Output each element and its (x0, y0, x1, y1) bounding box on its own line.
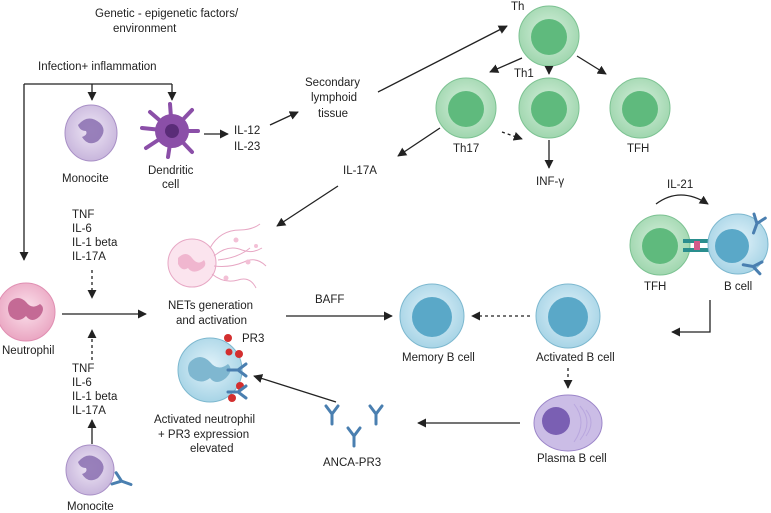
secondary-lymphoid-label: Secondary (305, 77, 360, 89)
cytokine-bottom-2: IL-6 (72, 377, 92, 389)
pr3-label: PR3 (242, 333, 264, 345)
tfh-cell-top (609, 77, 671, 139)
activated-b-cell (535, 283, 601, 349)
genetic-factors-label: Genetic - epigenetic factors/ (95, 8, 239, 20)
tfh-top-label: TFH (627, 143, 649, 155)
cytokine-top-4: IL-17A (72, 251, 106, 263)
lymphoid-to-th-arrow (377, 25, 508, 93)
cytokine-bottom-4: IL-17A (72, 405, 106, 417)
anca-to-neutrophil-arrow (253, 374, 337, 403)
activated-neutrophil-cell (177, 334, 248, 403)
th1-label: Th1 (514, 68, 534, 80)
th-to-th17-arrow (489, 57, 523, 73)
il12-label: IL-12 (234, 125, 260, 137)
b-cell-to-activated-arrow (671, 300, 711, 337)
b-cell-right (707, 212, 769, 276)
cytokine-top-2: IL-6 (72, 223, 92, 235)
memory-b-cell (399, 283, 465, 349)
dendritic-label-2: cell (162, 179, 179, 191)
il17a-to-nets-arrow (276, 185, 339, 227)
il-to-lymphoid-arrow (269, 111, 299, 126)
secondary-lymphoid-label-2: lymphoid (311, 92, 357, 104)
activated-neutrophil-label-3: elevated (190, 443, 233, 455)
activated-neutrophil-label-2: + PR3 expression (158, 429, 249, 441)
th1-cell (518, 77, 580, 139)
cytokine-top-3: IL-1 beta (72, 237, 118, 249)
dendritic-cell (140, 102, 200, 159)
neutrophil-cell (0, 282, 56, 342)
infection-label: Infection+ inflammation (38, 61, 157, 73)
secondary-lymphoid-label-3: tissue (318, 108, 348, 120)
il23-label: IL-23 (234, 141, 260, 153)
activated-neutrophil-label: Activated neutrophil (154, 414, 255, 426)
b-cell-label: B cell (724, 281, 752, 293)
il21-curved-arrow (655, 194, 709, 205)
th17-cell (435, 77, 497, 139)
th17-to-il17a-arrow (397, 127, 441, 157)
tfh-b-synapse (683, 239, 709, 252)
il17a-label: IL-17A (343, 165, 377, 177)
anca-label: ANCA-PR3 (323, 457, 381, 469)
th17-label: Th17 (453, 143, 479, 155)
nets-label-2: and activation (176, 315, 247, 327)
th-to-tfh-arrow (576, 55, 607, 75)
nets-label: NETs generation (168, 300, 253, 312)
th-cell (518, 5, 580, 67)
tfh-cell-right (629, 214, 691, 276)
memory-b-label: Memory B cell (402, 352, 475, 364)
cytokine-bottom-1: TNF (72, 363, 94, 375)
cytokine-bottom-3: IL-1 beta (72, 391, 118, 403)
th-label: Th (511, 1, 524, 13)
nets-cell (167, 223, 267, 289)
plasma-b-cell (533, 394, 603, 452)
th17-to-th1-dashed-arrow (501, 131, 523, 141)
il21-label: IL-21 (667, 179, 693, 191)
monocyte-cell-bottom (65, 444, 135, 496)
infection-bracket (19, 83, 177, 261)
tfh-right-label: TFH (644, 281, 666, 293)
neutrophil-label: Neutrophil (2, 345, 54, 357)
plasma-b-label: Plasma B cell (537, 453, 607, 465)
dendritic-label: Dendritic (148, 165, 194, 177)
cytokine-top-1: TNF (72, 209, 94, 221)
activated-b-label: Activated B cell (536, 352, 615, 364)
monocyte-cell-top (64, 104, 118, 162)
genetic-factors-label-2: environment (113, 23, 177, 35)
monocite-top-label: Monocite (62, 173, 109, 185)
baff-label: BAFF (315, 294, 344, 306)
monocite-bottom-label: Monocite (67, 501, 114, 513)
anca-antibodies (324, 404, 384, 448)
inf-gamma-label: INF-γ (536, 176, 564, 188)
